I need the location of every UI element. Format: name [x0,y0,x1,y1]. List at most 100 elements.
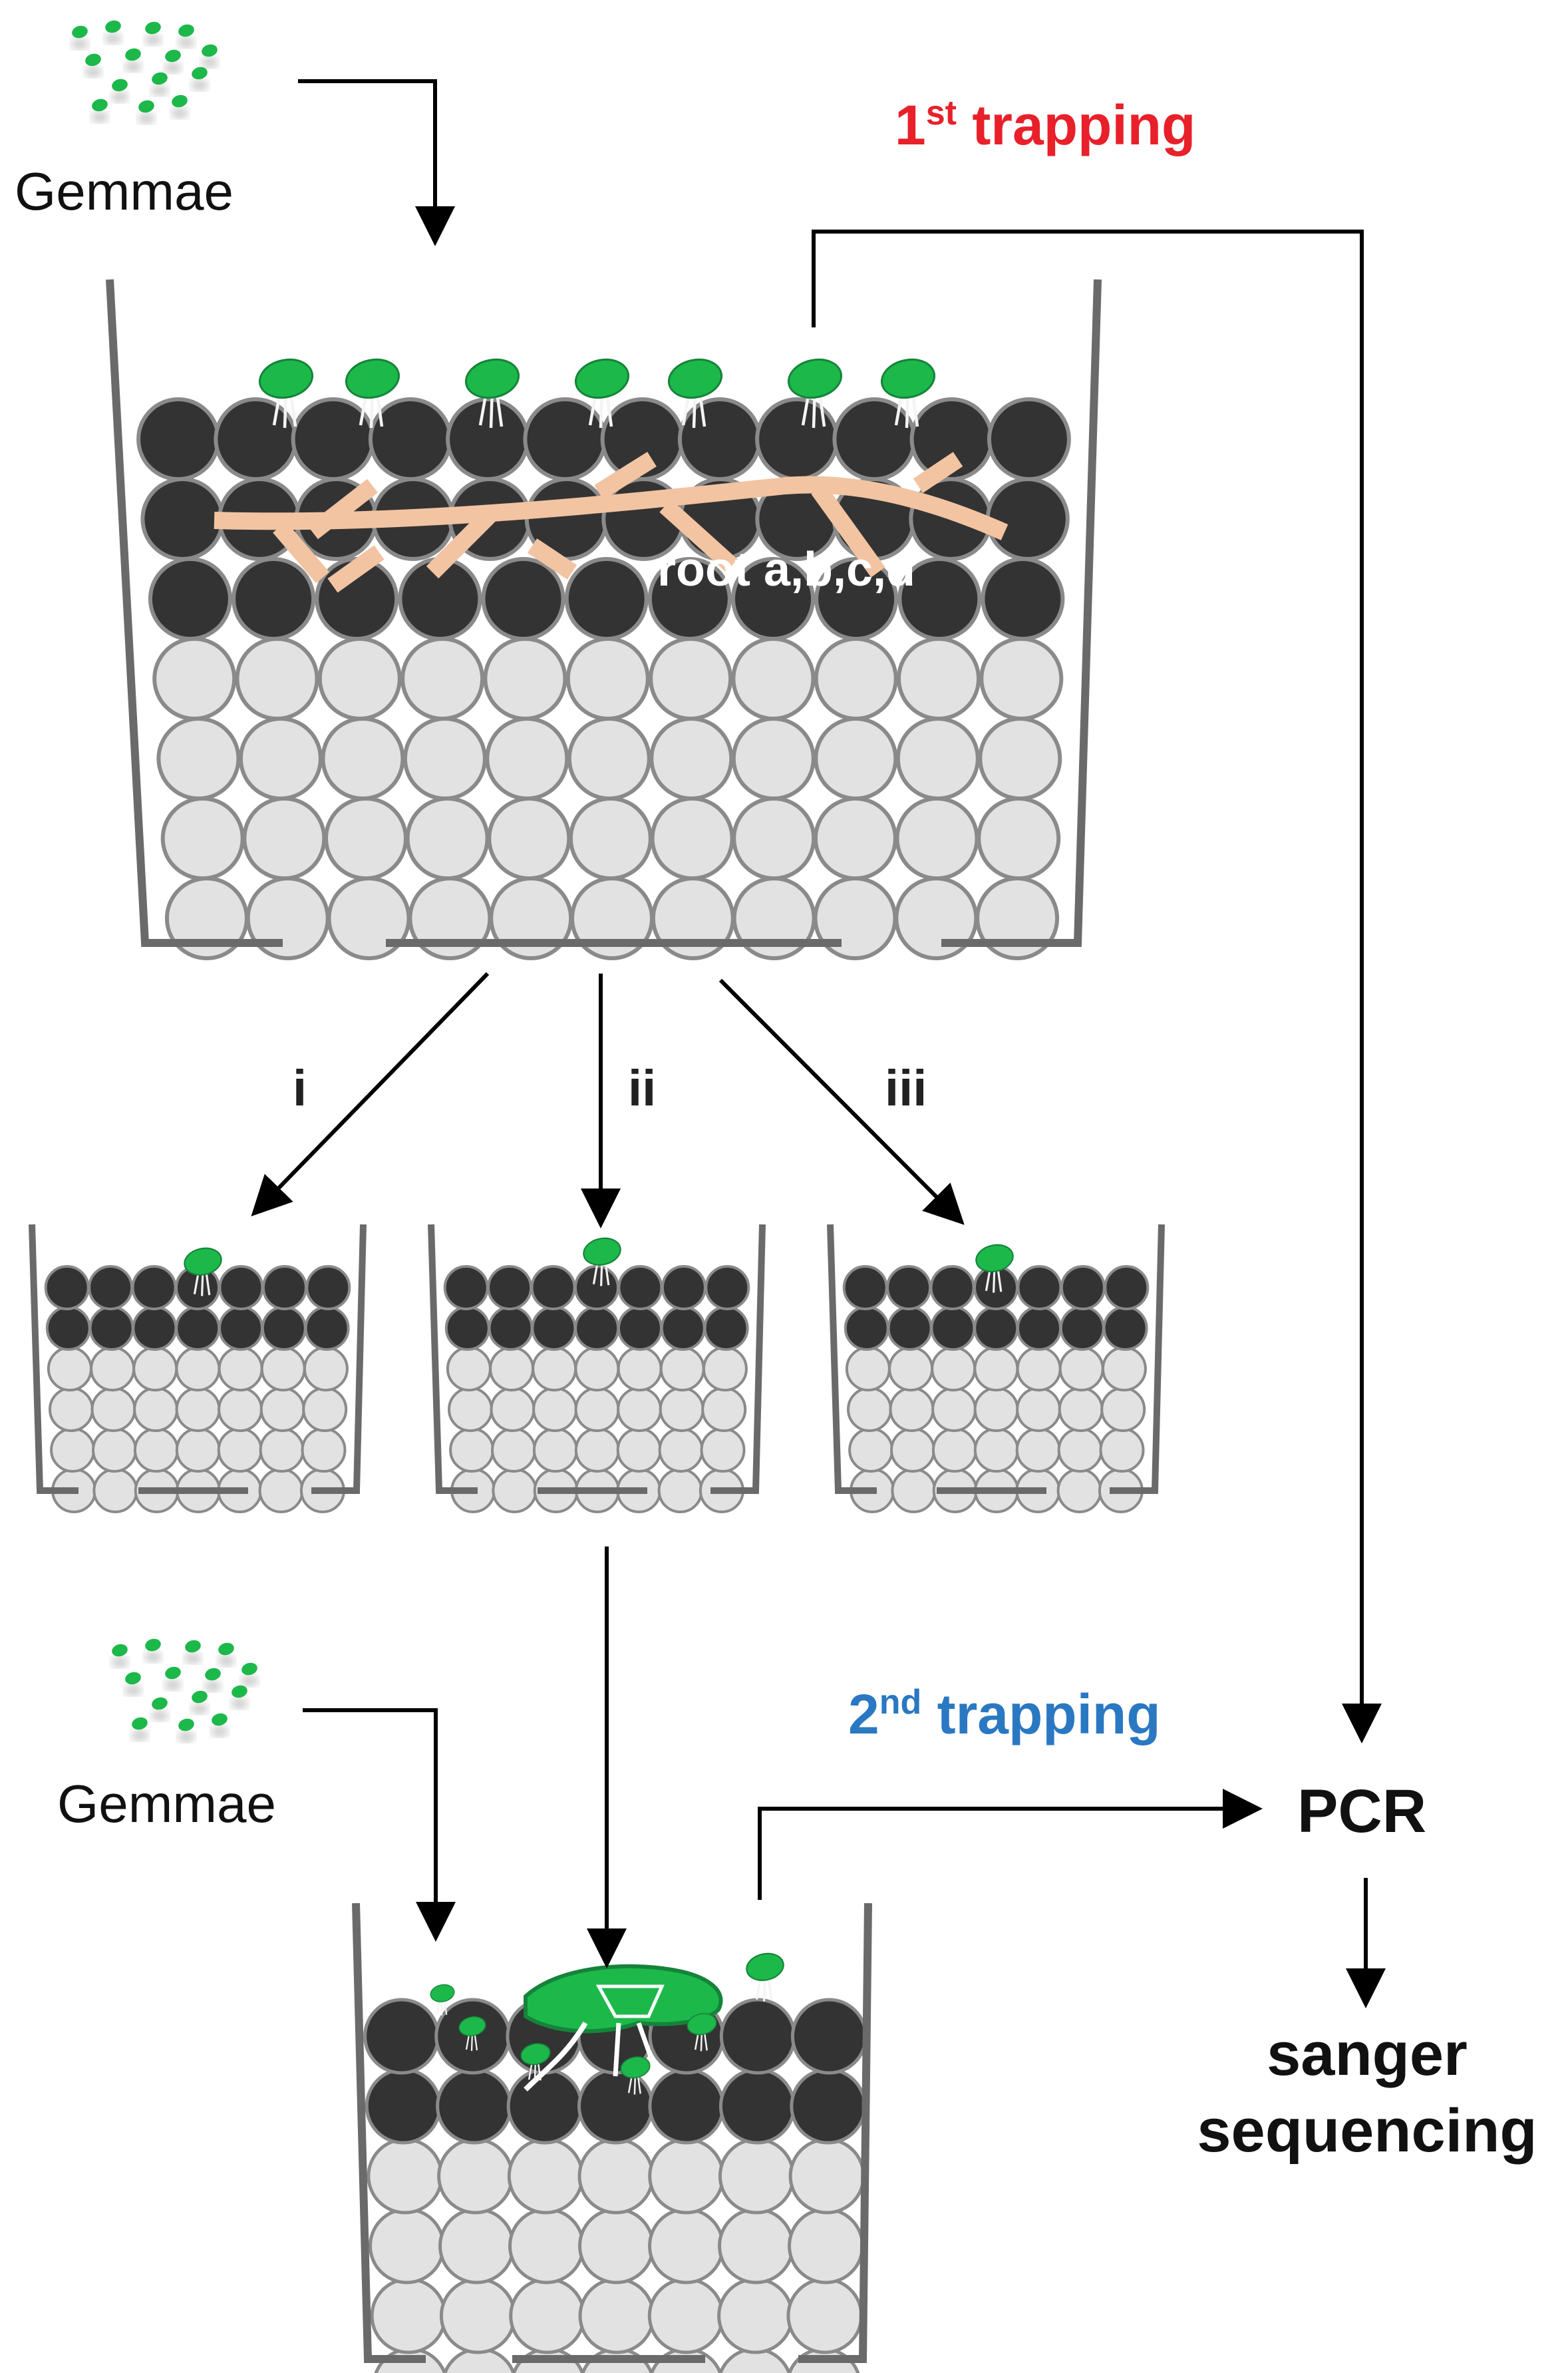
gemmaling-thallus [687,2013,717,2036]
gemma [192,1690,208,1704]
soil-ball-light [973,1346,1019,1391]
gemmaling [184,1247,222,1296]
soil-ball-dark [832,397,917,481]
soil-ball-light [788,2137,865,2215]
soil-ball-dark [363,1998,440,2075]
branch-label-iii: iii [885,1060,927,1117]
gemmaling-thallus [258,358,314,399]
branch-label-i: i [293,1060,307,1117]
soil-ball-light [259,1427,305,1473]
soil-ball-light [49,1387,94,1432]
soil-ball-light [897,637,981,721]
gemmaling-thallus [345,358,400,399]
soil-ball-dark [1017,1306,1062,1351]
soil-ball-light [978,717,1062,801]
soil-ball-light [701,1387,747,1432]
soil-ball-light [218,1387,263,1432]
soil-ball-light [702,1346,748,1391]
pot-wall-right [798,1903,872,2363]
gemma-shadow [144,1652,162,1662]
gemma [178,1718,194,1732]
soil-ball-light [616,1427,662,1473]
soil-ball-light [301,1427,347,1473]
gemmaling-thallus [583,1237,621,1266]
branch-label-ii: ii [628,1060,657,1117]
soil-ball-dark [1060,1265,1106,1310]
soil-ball-dark [1059,1306,1105,1351]
gemma [92,98,108,112]
soil-ball-light [979,637,1064,721]
soil-ball-light [1101,1346,1147,1391]
soil-ball-light [490,1387,536,1432]
gemma-shadow [201,57,218,68]
soil-ball-light [659,1346,705,1391]
soil-ball-dark [981,557,1065,641]
gemmaling-thallus [458,2016,486,2037]
soil-ball-dark [365,2068,442,2145]
second-trapping-word: trapping [937,1683,1161,1745]
first-trapping-number: 1 [895,94,926,156]
soil-ball-dark [218,1306,263,1351]
pot-branch-iii [827,1224,1165,1513]
pot-wall-left [106,279,283,947]
gemma-shadow [178,1732,195,1742]
root-system [214,451,1009,593]
soil-ball-light [650,797,734,880]
soil-ball-light [848,1427,894,1473]
gemma [125,1672,141,1685]
soil-ball-light [659,1387,705,1432]
gemmae-label-bottom: Gemmae [57,1774,276,1833]
root-label: root a,b,c,d [657,543,916,596]
soil-ball-light [400,637,485,721]
soil-ball-light [532,1427,578,1473]
soil-ball-light [483,637,567,721]
soil-ball-dark [1017,1265,1062,1310]
gemma [145,1638,161,1652]
soil-ball-dark [443,1265,489,1310]
soil-ball-dark [719,1998,796,2075]
soil-ball-light [577,2137,655,2215]
soil-ball-light [369,2207,445,2284]
soil-ball-light [973,1427,1019,1473]
soil-ball-light [507,2137,584,2215]
gemma [152,1697,168,1710]
soil-ball-light [324,797,408,880]
gemma [112,1644,128,1657]
soil-ball-dark [446,397,530,481]
soil-ball-light [235,637,319,721]
pot-wall-right [941,279,1102,947]
soil-ball-dark [661,1265,706,1310]
soil-ball-light [508,2207,585,2284]
soil-ball-dark [929,1265,975,1310]
gemma [192,67,208,80]
soil-ball-light [1100,1387,1146,1432]
soil-ball-light [931,1346,977,1391]
soil-ball-dark [577,2068,654,2145]
rhizoid [613,2022,621,2077]
soil-ball-dark [44,1265,90,1310]
soil-ball-light [132,1346,178,1391]
gemmalings [258,358,936,429]
soil-ball-light [1099,1427,1145,1473]
gemma [165,1666,181,1680]
gemma [241,1662,257,1676]
soil-ball-light [439,2277,516,2354]
gemma-shadow [204,1681,222,1692]
gemma [85,53,101,67]
soil-ball-dark [1102,1306,1148,1351]
soil-ball-light [648,2137,725,2215]
soil-ball-light [152,637,237,721]
soil-ball-light [489,1346,535,1391]
gemma [212,1713,228,1726]
soil-ball-light [303,1346,349,1391]
soil-ball-light [890,1427,935,1473]
soil-ball-dark [985,477,1070,561]
soil-ball-light [895,717,980,801]
gemmaling-thallus [464,358,520,399]
soil-ball-dark [790,2068,867,2145]
soil-ball-light [90,1346,136,1391]
soil-ball-dark [531,1306,577,1351]
soil-ball-light [731,637,816,721]
pot-wall-right [311,1224,367,1494]
